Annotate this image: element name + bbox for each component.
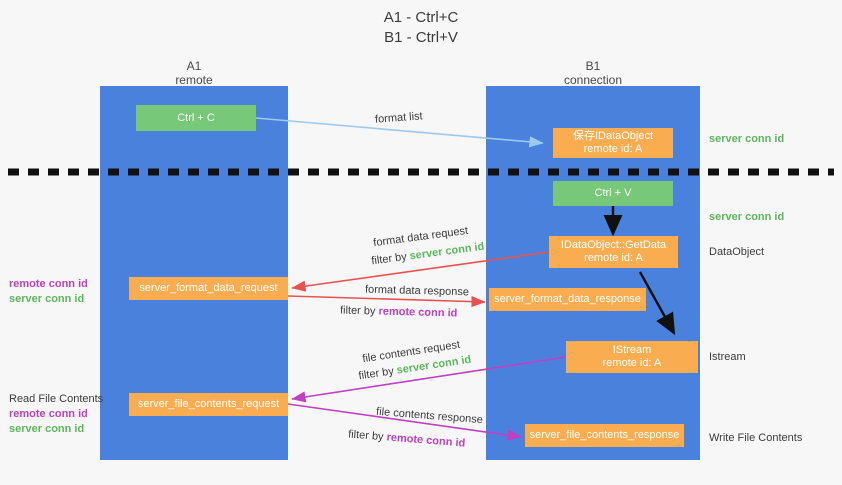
label-file-contents-response: file contents response [375,405,484,427]
node-getdata-line2: remote id: A [584,252,643,264]
node-istream-line1: IStream [612,344,652,356]
node-server-format-data-request[interactable]: server_format_data_request [129,277,288,300]
label-read-file-contents: Read File Contents [9,393,104,405]
label-file-contents-request-filter-prefix: filter by [357,364,398,383]
label-file-conn-id-group: Read File Contents remote conn id server… [9,392,103,437]
node-server-format-data-request-label: server_format_data_request [139,282,278,294]
label-file-contents-response-filter: filter by remote conn id [348,427,466,450]
node-ctrl-v[interactable]: Ctrl + V [553,181,673,206]
label-dataobject: DataObject [709,246,765,258]
label-write-file-contents: Write File Contents [709,432,803,444]
label-format-data-response-filter-key: remote conn id [378,305,458,320]
node-ctrl-c[interactable]: Ctrl + C [136,105,256,131]
node-server-format-data-response-label: server_format_data_response [494,293,641,305]
node-server-format-data-response[interactable]: server_format_data_response [489,288,646,311]
label-file-remote-conn-id: remote conn id [9,408,88,420]
label-format-data-response-filter: filter by remote conn id [340,303,458,320]
node-ctrl-c-label: Ctrl + C [177,111,215,124]
label-format-conn-id-group: remote conn id server conn id [9,277,88,307]
lane-header-a1: A1 remote [100,59,288,87]
node-save-idataobject-line2: remote id: A [583,143,643,155]
node-ctrl-v-label: Ctrl + V [594,187,632,199]
lane-a1-name: A1 [186,59,202,73]
label-file-contents-response-filter-prefix: filter by [347,428,388,444]
node-save-idataobject-line1: 保存IDataObject [572,130,654,142]
title-line-2: B1 - Ctrl+V [384,29,458,46]
node-istream-line2: remote id: A [602,357,662,369]
node-server-file-contents-response-label: server_file_contents_response [529,429,680,441]
label-server-conn-id-top: server conn id [709,133,785,145]
node-idataobject-getdata[interactable]: IDataObject::GetData remote id: A [549,236,678,268]
node-save-idataobject[interactable]: 保存IDataObject remote id: A [553,128,673,158]
label-format-data-response: format data response [364,283,470,299]
lane-b1-subtitle: connection [563,73,623,87]
node-server-file-contents-request-label: server_file_contents_request [137,398,280,410]
label-server-conn-id-second: server conn id [709,211,785,223]
label-format-server-conn-id: server conn id [9,293,85,305]
lane-header-b1: B1 connection [486,59,700,87]
label-file-server-conn-id: server conn id [9,423,85,435]
label-format-list: format list [374,110,424,126]
diagram-title: A1 - Ctrl+C B1 - Ctrl+V [0,8,842,48]
node-server-file-contents-request[interactable]: server_file_contents_request [129,393,288,416]
lane-a1-subtitle: remote [175,73,213,87]
node-getdata-line1: IDataObject::GetData [560,239,667,251]
node-istream[interactable]: IStream remote id: A [566,341,698,373]
node-server-file-contents-response[interactable]: server_file_contents_response [525,424,684,447]
label-format-remote-conn-id: remote conn id [9,278,88,290]
label-format-data-request-filter-prefix: filter by [370,250,411,268]
lane-b1-name: B1 [585,59,601,73]
label-istream: Istream [709,351,746,363]
title-line-1: A1 - Ctrl+C [383,9,459,26]
label-file-contents-response-filter-key: remote conn id [386,431,466,450]
label-format-data-response-filter-prefix: filter by [339,304,379,318]
